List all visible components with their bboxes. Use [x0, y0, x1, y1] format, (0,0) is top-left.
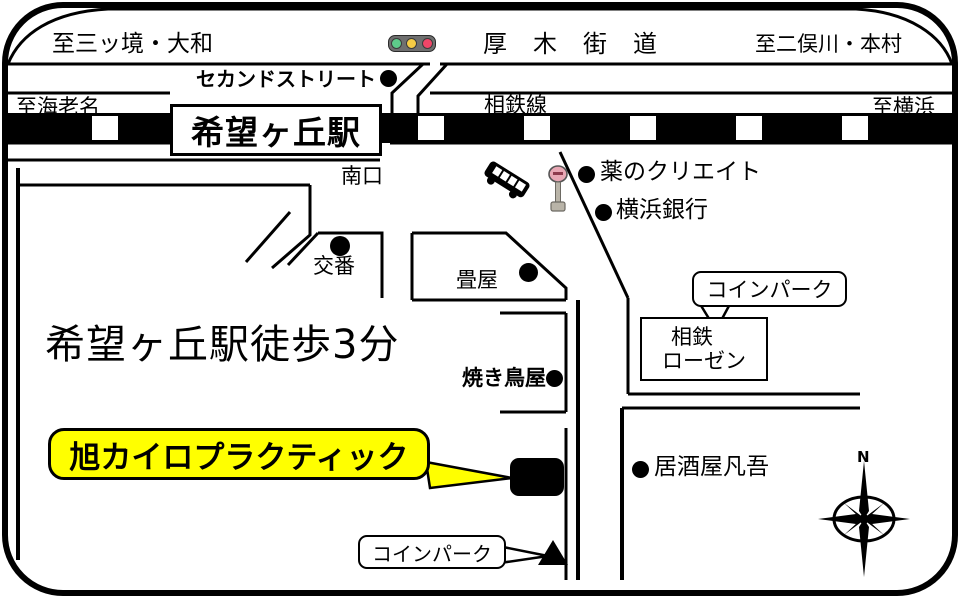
coinpark-callout-south[interactable]: コインパーク [358, 535, 506, 569]
coinpark-callout-south-label: コインパーク [372, 541, 492, 566]
connector-road-right [416, 62, 449, 113]
koban-block-outline [318, 231, 384, 298]
bus-stop-icon [548, 165, 568, 212]
road-label-sotetsu-line: 相鉄線 [484, 93, 547, 117]
direction-sign-futamatagawa-hommura: 至二俣川・本村 [755, 32, 902, 56]
poi-label-koban: 交番 [313, 254, 355, 278]
compass-north-label: N [857, 448, 870, 466]
signal-red-lamp [421, 38, 433, 49]
compass-rose-icon [818, 461, 910, 577]
bus-icon [484, 161, 530, 199]
poi-label-second-street: セカンドストリート [196, 67, 376, 91]
poi-label-tatamiya: 畳屋 [456, 268, 498, 292]
clinic-building-marker [510, 458, 564, 496]
clinic-callout-tail [424, 460, 513, 490]
coinpark-callout-north-label: コインパーク [706, 278, 833, 302]
direction-sign-ebina: 至海老名 [16, 95, 100, 119]
coinpark-callout-north[interactable]: コインパーク [692, 271, 847, 307]
poi-dot-kusuri-no-create [578, 166, 595, 183]
signal-green-lamp [391, 38, 403, 49]
signal-yellow-lamp [406, 38, 418, 49]
clinic-name-label: 旭カイロプラクティック [69, 439, 409, 476]
map-walking-time-note: 希望ヶ丘駅徒歩3分 [45, 322, 400, 368]
poi-dot-izakaya-bongo [632, 461, 649, 478]
coinpark-south-triangle [538, 540, 568, 565]
sotetsu-rosen-line1: 相鉄 [671, 324, 713, 349]
poi-dot-yakitoriya [546, 370, 563, 387]
sotetsu-rosen-line2: ローゼン [662, 349, 746, 373]
tatami-block-outline [412, 231, 568, 300]
poi-label-yokohama-bank: 横浜銀行 [616, 197, 708, 223]
road-label-atsugi-kaido: 厚 木 街 道 [483, 30, 658, 58]
station-name-label: 希望ヶ丘駅 [191, 113, 361, 152]
connector-road-left [390, 62, 425, 113]
clinic-callout-box[interactable]: 旭カイロプラクティック [48, 428, 430, 480]
railway-lower-edge-left [8, 141, 380, 162]
poi-label-yakitoriya: 焼き鳥屋 [462, 366, 546, 390]
atsugi-kaido-upper-edge [6, 7, 954, 65]
railway-band [8, 113, 952, 143]
road-diagonal-koban-west [244, 211, 292, 263]
sotetsu-rosen-box: 相鉄 ローゼン [640, 317, 768, 381]
poi-dot-koban [330, 236, 350, 256]
poi-label-kusuri-no-create: 薬のクリエイト [600, 159, 761, 185]
direction-sign-mitsukyo-yamato: 至三ッ境・大和 [52, 31, 213, 57]
railway-ties [92, 116, 868, 140]
traffic-light-icon [388, 35, 436, 52]
station-exit-label: 南口 [341, 164, 383, 188]
station-name-box: 希望ヶ丘駅 [170, 104, 382, 156]
poi-dot-second-street [380, 70, 397, 87]
poi-dot-tatamiya [519, 263, 538, 282]
road-block-left-east [271, 185, 312, 270]
poi-dot-yokohama-bank [595, 204, 612, 221]
direction-sign-yokohama: 至横浜 [872, 95, 935, 119]
koban-block-nw-diagonal [286, 231, 320, 267]
poi-label-izakaya-bongo: 居酒屋凡吾 [654, 454, 769, 480]
diagonal-road-east [558, 151, 630, 299]
